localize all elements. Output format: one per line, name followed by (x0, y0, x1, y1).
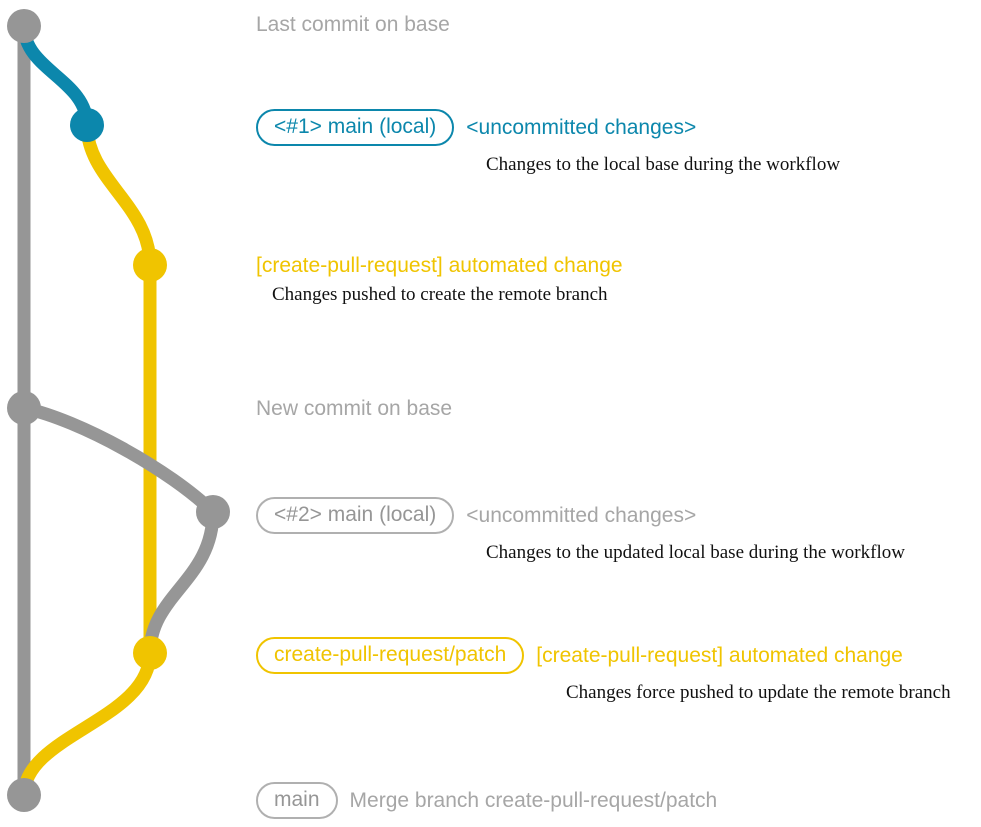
ref-badge-main-local-2[interactable]: <#2> main (local) (256, 497, 455, 534)
commit-subject: Merge branch create-pull-request/patch (349, 789, 718, 812)
commit-row-new-commit-on-base: New commit on base (256, 398, 452, 419)
commit-heading: Last commit on base (256, 13, 450, 36)
commit-row-main: main Merge branch create-pull-request/pa… (256, 782, 717, 819)
commit-row-remote-commit-1: [create-pull-request] automated change C… (256, 255, 623, 304)
commit-subject: <uncommitted changes> (466, 504, 697, 527)
commit-description: Changes force pushed to update the remot… (566, 682, 951, 703)
commit-row-main: Last commit on base (256, 14, 450, 35)
commit-row-last-commit-on-base: Last commit on base (256, 14, 450, 35)
commit-subject: <uncommitted changes> (466, 116, 697, 139)
commit-row-main: <#2> main (local) <uncommitted changes> (256, 497, 696, 534)
ref-badge-create-pull-request-patch[interactable]: create-pull-request/patch (256, 637, 525, 674)
node-local-commit-1 (70, 108, 104, 142)
commit-subject: [create-pull-request] automated change (256, 254, 623, 277)
commit-row-main: [create-pull-request] automated change (256, 255, 623, 276)
edge-base-to-local-2 (17, 401, 220, 519)
commit-row-merge-commit: main Merge branch create-pull-request/pa… (256, 782, 717, 819)
commit-row-main: <#1> main (local) <uncommitted changes> (256, 109, 696, 146)
edge-base-to-local-1 (17, 19, 94, 132)
commit-description: Changes to the local base during the wor… (486, 154, 841, 175)
node-last-commit-on-base (7, 9, 41, 43)
node-remote-commit-1 (133, 248, 167, 282)
node-local-commit-2 (196, 495, 230, 529)
edge-remote-2-to-merge (17, 646, 157, 802)
node-remote-commit-2 (133, 636, 167, 670)
node-merge-commit (7, 778, 41, 812)
commit-subject: [create-pull-request] automated change (536, 644, 903, 667)
commit-description: Changes to the updated local base during… (486, 542, 905, 563)
commit-row-local-commit-2: <#2> main (local) <uncommitted changes> … (256, 497, 905, 562)
commit-row-remote-commit-2: create-pull-request/patch [create-pull-r… (256, 637, 951, 702)
commit-row-local-commit-1: <#1> main (local) <uncommitted changes> … (256, 109, 840, 174)
commit-heading: New commit on base (256, 397, 453, 420)
commit-nodes (7, 9, 230, 812)
commit-row-main: New commit on base (256, 398, 452, 419)
commit-row-main: create-pull-request/patch [create-pull-r… (256, 637, 903, 674)
edge-local-2-to-remote-2 (143, 505, 220, 660)
edge-local-1-to-remote-1 (80, 118, 157, 272)
ref-badge-main-local-1[interactable]: <#1> main (local) (256, 109, 455, 146)
node-new-commit-on-base (7, 391, 41, 425)
ref-badge-main[interactable]: main (256, 782, 338, 819)
commit-description: Changes pushed to create the remote bran… (272, 284, 608, 305)
